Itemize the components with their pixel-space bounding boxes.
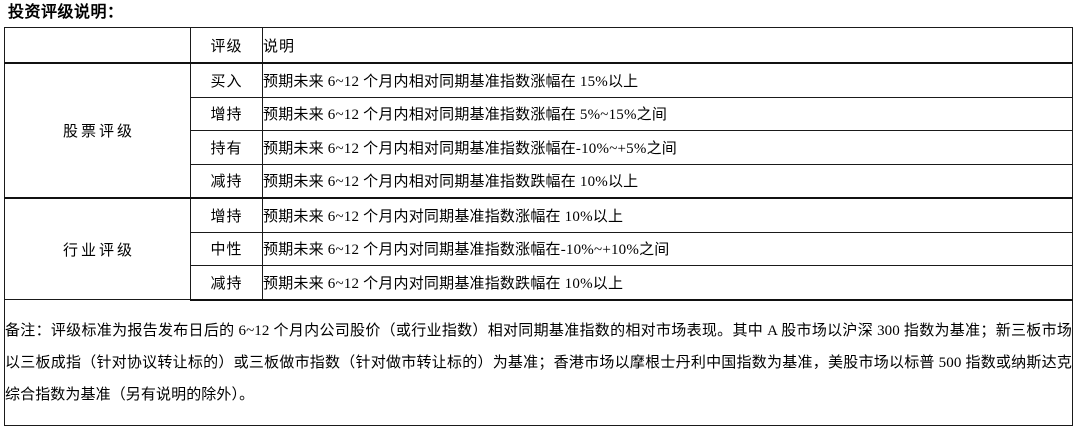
table-row: 持有 预期未来 6~12 个月内相对同期基准指数涨幅在-10%~+5%之间 bbox=[5, 130, 1073, 165]
table-note-row: 备注：评级标准为报告发布日后的 6~12 个月内公司股价（或行业指数）相对同期基… bbox=[4, 299, 1073, 426]
page-title: 投资评级说明： bbox=[8, 4, 124, 21]
table-note: 备注：评级标准为报告发布日后的 6~12 个月内公司股价（或行业指数）相对同期基… bbox=[4, 299, 1073, 426]
rating-cell: 增持 bbox=[190, 96, 263, 131]
table-row: 行业评级 增持 预期未来 6~12 个月内对同期基准指数涨幅在 10%以上 bbox=[4, 197, 1073, 300]
group-label-stock: 股票评级 bbox=[4, 62, 191, 199]
rating-cell: 持有 bbox=[190, 130, 263, 165]
header-cell-description: 说明 bbox=[262, 27, 1073, 64]
table-row: 股票评级 买入 预期未来 6~12 个月内相对同期基准指数涨幅在 15%以上 bbox=[4, 62, 1073, 199]
table-header: 评级 说明 bbox=[4, 27, 1073, 64]
description-cell: 预期未来 6~12 个月内对同期基准指数涨幅在 10%以上 bbox=[262, 197, 1073, 233]
description-cell: 预期未来 6~12 个月内相对同期基准指数涨幅在 15%以上 bbox=[262, 62, 1073, 98]
rating-cell: 买入 bbox=[190, 62, 263, 98]
table-row: 中性 预期未来 6~12 个月内对同期基准指数涨幅在-10%~+10%之间 bbox=[5, 231, 1073, 266]
rating-cell: 增持 bbox=[190, 197, 263, 233]
header-cell-rating: 评级 bbox=[190, 27, 263, 64]
description-cell: 预期未来 6~12 个月内对同期基准指数跌幅在 10%以上 bbox=[262, 265, 1073, 301]
rating-cell: 减持 bbox=[190, 163, 263, 199]
description-cell: 预期未来 6~12 个月内相对同期基准指数跌幅在 10%以上 bbox=[262, 163, 1073, 199]
description-cell: 预期未来 6~12 个月内相对同期基准指数涨幅在-10%~+5%之间 bbox=[262, 130, 1073, 165]
table-row: 增持 预期未来 6~12 个月内相对同期基准指数涨幅在 5%~15%之间 bbox=[5, 96, 1073, 131]
rating-definition-table: 评级 说明 股票评级 买入 预期未来 6~12 个月内相对同期基准指数涨幅在 1… bbox=[4, 27, 1073, 426]
description-cell: 预期未来 6~12 个月内对同期基准指数涨幅在-10%~+10%之间 bbox=[262, 231, 1073, 266]
table-header-row: 评级 说明 bbox=[4, 27, 1073, 64]
group-label-industry: 行业评级 bbox=[4, 197, 191, 300]
table-row: 减持 预期未来 6~12 个月内相对同期基准指数跌幅在 10%以上 bbox=[5, 163, 1073, 199]
rating-cell: 中性 bbox=[190, 231, 263, 266]
table-body: 股票评级 买入 预期未来 6~12 个月内相对同期基准指数涨幅在 15%以上 增… bbox=[4, 62, 1073, 426]
rating-cell: 减持 bbox=[190, 265, 263, 301]
table-row: 减持 预期未来 6~12 个月内对同期基准指数跌幅在 10%以上 bbox=[5, 265, 1073, 301]
header-cell-group bbox=[4, 27, 191, 64]
description-cell: 预期未来 6~12 个月内相对同期基准指数涨幅在 5%~15%之间 bbox=[262, 96, 1073, 131]
